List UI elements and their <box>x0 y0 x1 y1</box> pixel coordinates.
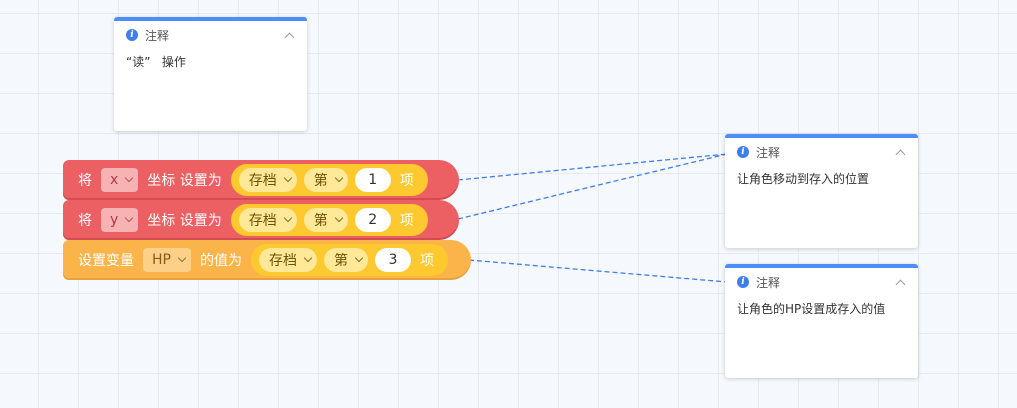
chevron-down-icon <box>125 213 134 223</box>
comment-link-x-block <box>457 153 728 181</box>
index-dropdown[interactable]: 第 <box>323 248 368 272</box>
chevron-up-icon[interactable] <box>284 32 295 42</box>
block-label: 的值为 <box>199 253 242 269</box>
source-dropdown[interactable]: 存档 <box>238 168 297 192</box>
comment-note-header: i 注释 <box>725 268 918 296</box>
block-prefix: 将 <box>78 173 92 189</box>
set-y-coordinate-block[interactable]: 将 y 坐标 设置为 存档 第 2 项 <box>63 200 459 240</box>
comment-link-y-block <box>457 153 728 220</box>
comment-note-position[interactable]: i 注释 让角色移动到存入的位置 <box>725 134 918 248</box>
axis-dropdown-value: y <box>110 212 119 228</box>
chevron-down-icon <box>125 173 134 183</box>
comment-note-header: i 注释 <box>114 21 307 49</box>
chevron-down-icon <box>283 173 292 183</box>
index-dropdown-value: 第 <box>333 253 348 269</box>
chevron-down-icon <box>334 173 343 183</box>
axis-dropdown-value: x <box>110 172 119 188</box>
comment-note-title: 注释 <box>756 145 781 160</box>
axis-dropdown[interactable]: y <box>101 208 139 232</box>
archive-item-reporter[interactable]: 存档 第 2 项 <box>230 204 428 236</box>
chevron-down-icon <box>334 213 343 223</box>
chevron-down-icon <box>303 253 313 263</box>
index-input[interactable]: 2 <box>354 208 391 232</box>
block-label: 坐标 设置为 <box>147 173 222 189</box>
block-label: 坐标 设置为 <box>147 213 222 229</box>
variable-dropdown-value: HP <box>152 252 171 268</box>
source-dropdown-value: 存档 <box>248 173 277 189</box>
item-suffix: 项 <box>419 253 434 269</box>
comment-note-text[interactable]: “读” 操作 <box>126 55 186 69</box>
index-dropdown-value: 第 <box>313 213 328 229</box>
comment-note-header: i 注释 <box>725 138 918 166</box>
index-dropdown[interactable]: 第 <box>303 168 348 192</box>
comment-note-read[interactable]: i 注释 “读” 操作 <box>114 17 307 131</box>
source-dropdown[interactable]: 存档 <box>238 208 297 232</box>
variable-dropdown[interactable]: HP <box>143 248 191 272</box>
info-icon: i <box>737 146 749 158</box>
chevron-down-icon <box>177 253 187 263</box>
source-dropdown-value: 存档 <box>248 213 277 229</box>
info-icon: i <box>126 29 138 41</box>
comment-note-title: 注释 <box>145 28 170 43</box>
chevron-up-icon[interactable] <box>895 149 906 159</box>
block-prefix: 将 <box>78 213 92 229</box>
set-x-coordinate-block[interactable]: 将 x 坐标 设置为 存档 第 1 项 <box>63 160 459 200</box>
chevron-up-icon[interactable] <box>895 279 906 289</box>
axis-dropdown[interactable]: x <box>101 168 139 192</box>
source-dropdown[interactable]: 存档 <box>258 248 317 272</box>
comment-note-hp[interactable]: i 注释 让角色的HP设置成存入的值 <box>725 264 918 378</box>
archive-item-reporter[interactable]: 存档 第 3 项 <box>250 244 448 276</box>
comment-note-text[interactable]: 让角色移动到存入的位置 <box>737 172 870 186</box>
comment-link-hp-block <box>468 259 728 283</box>
comment-note-text[interactable]: 让角色的HP设置成存入的值 <box>737 302 886 316</box>
archive-item-reporter[interactable]: 存档 第 1 项 <box>230 164 428 196</box>
chevron-down-icon <box>283 213 292 223</box>
comment-note-title: 注释 <box>756 275 781 290</box>
index-dropdown-value: 第 <box>313 173 328 189</box>
source-dropdown-value: 存档 <box>268 253 297 269</box>
block-prefix: 设置变量 <box>78 253 134 269</box>
index-input[interactable]: 1 <box>354 168 391 192</box>
item-suffix: 项 <box>399 213 414 229</box>
info-icon: i <box>737 276 749 288</box>
chevron-down-icon <box>354 253 364 263</box>
index-dropdown[interactable]: 第 <box>303 208 348 232</box>
set-variable-block[interactable]: 设置变量 HP 的值为 存档 第 3 项 <box>63 240 471 280</box>
item-suffix: 项 <box>399 173 414 189</box>
index-input[interactable]: 3 <box>374 248 411 272</box>
